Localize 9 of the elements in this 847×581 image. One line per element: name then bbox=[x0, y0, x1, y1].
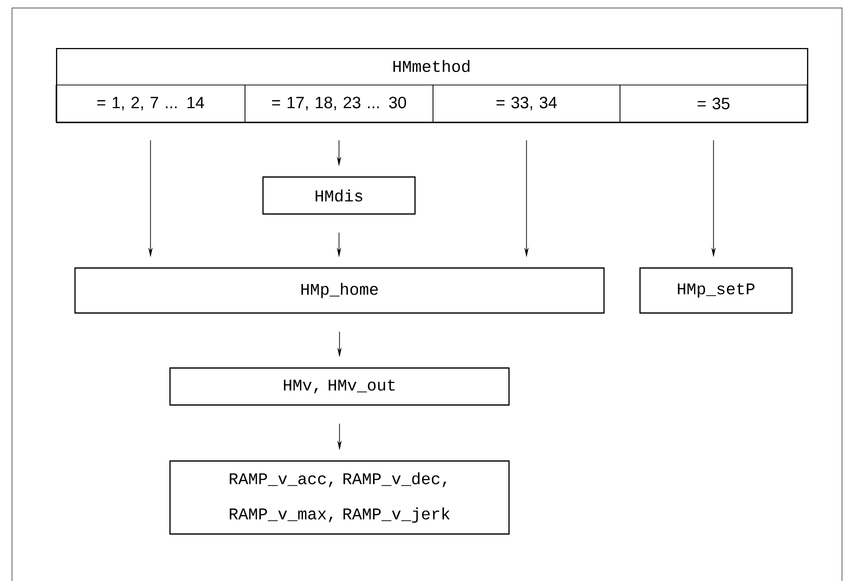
table-cell: = 17, 18, 23 ... 30 bbox=[244, 84, 434, 122]
table-cell: = 1, 2, 7 ... 14 bbox=[56, 84, 246, 122]
parameter-box: HMp_home bbox=[74, 267, 605, 314]
table-cell: = 33, 34 bbox=[432, 84, 620, 122]
parameter-box: HMp_setP bbox=[639, 267, 793, 314]
parameter-box: HMv, HMv_out bbox=[169, 367, 510, 406]
parameter-box: HMdis bbox=[262, 176, 416, 215]
parameter-box: RAMP_v_acc, RAMP_v_dec, RAMP_v_max, RAMP_v_jerk bbox=[169, 460, 510, 535]
table-cell: = 35 bbox=[620, 84, 808, 122]
